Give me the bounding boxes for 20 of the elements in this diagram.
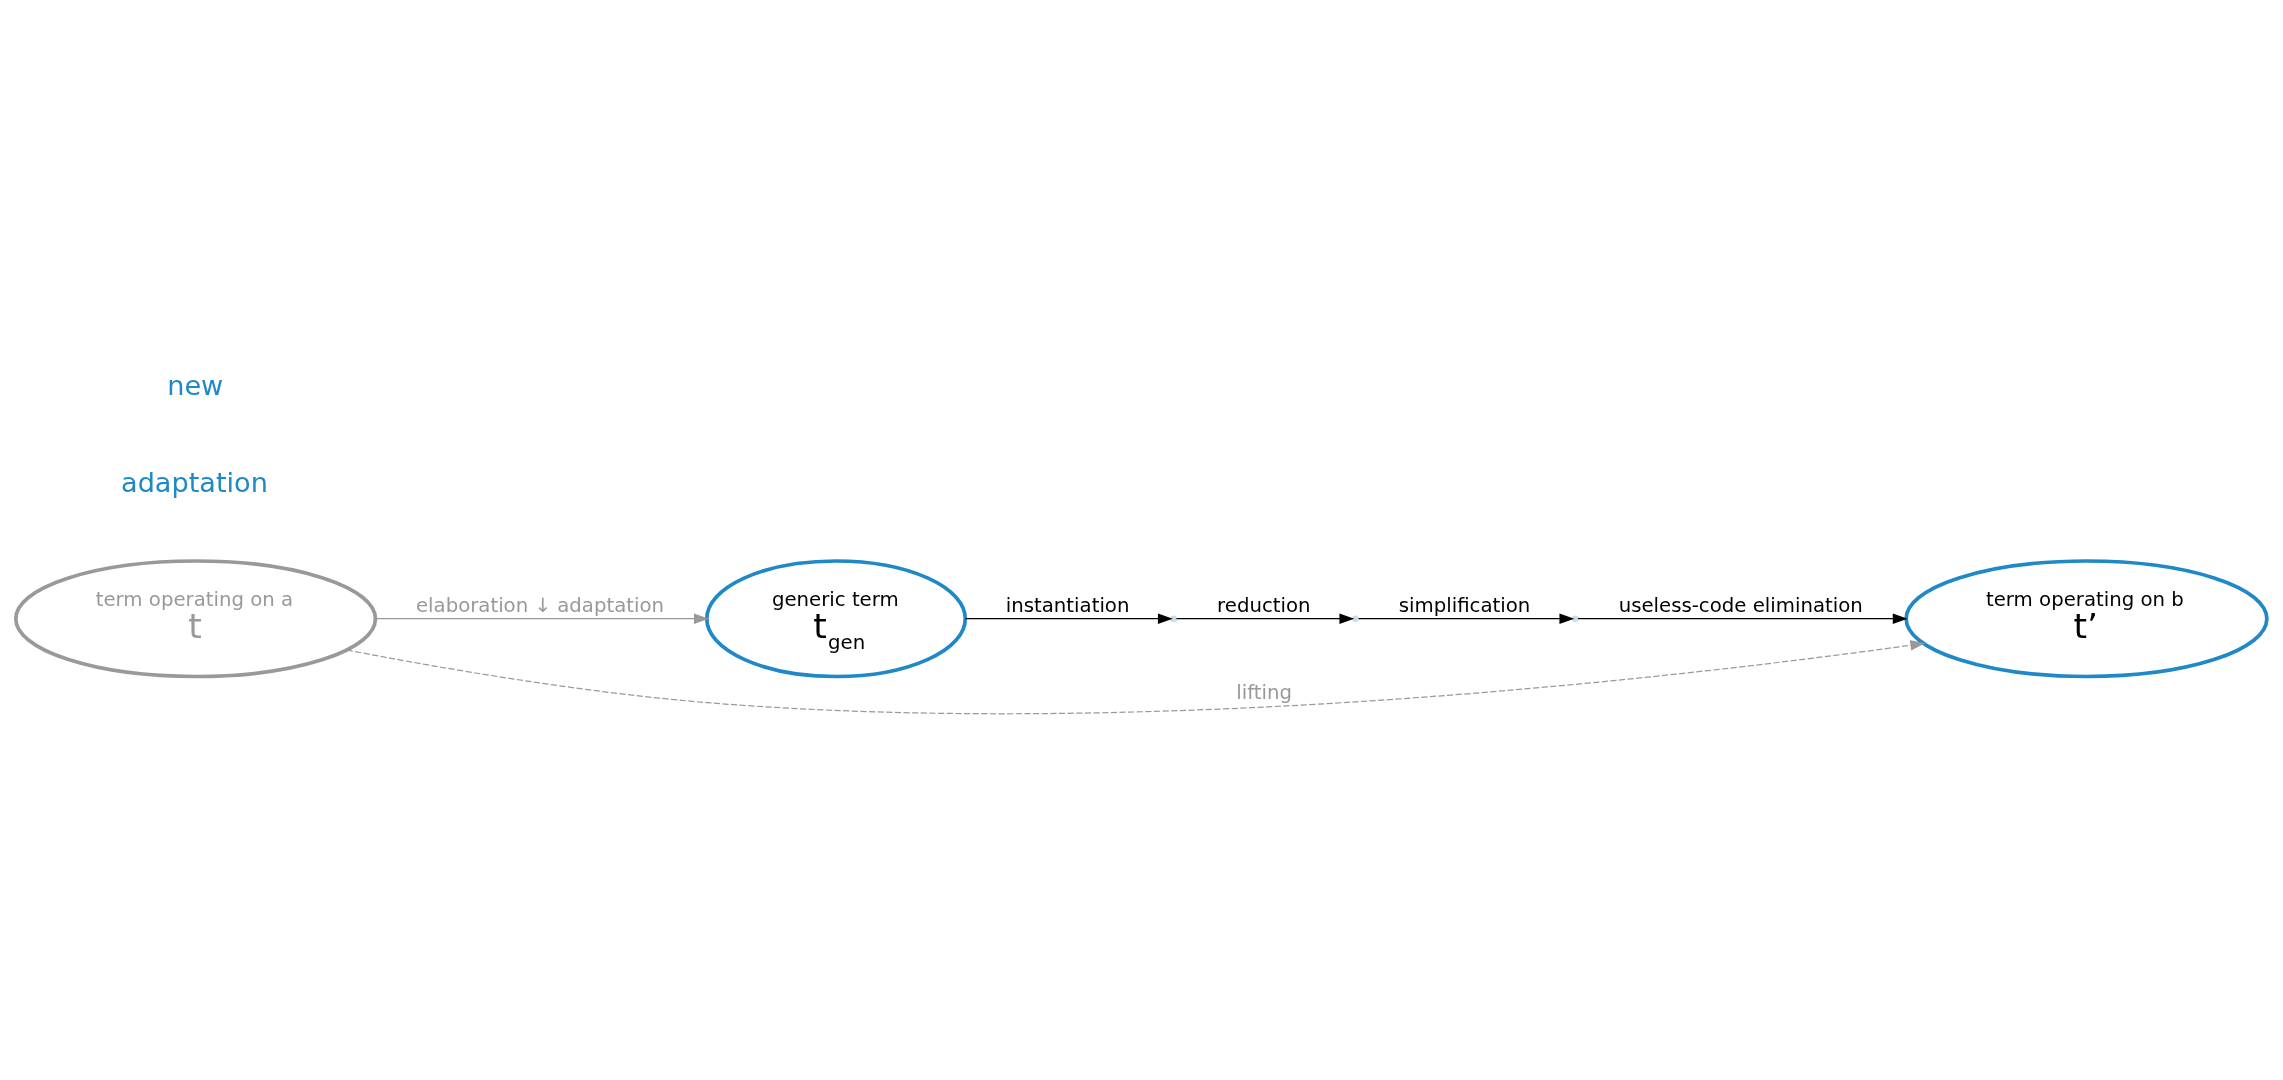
label: adaptation — [121, 467, 268, 499]
arrow — [1577, 613, 1908, 624]
node-point — [1352, 615, 1359, 622]
arrow — [374, 613, 709, 624]
label: new — [167, 370, 224, 402]
edge-label: elaboration ↓ adaptation — [415, 594, 665, 618]
node-ellipse: term operating on a t — [13, 559, 378, 679]
edge-label: useless-code elimination — [1618, 594, 1863, 618]
edge-label: instantiation — [1005, 594, 1130, 618]
node-point — [1170, 615, 1177, 622]
edge-label: simplification — [1398, 594, 1531, 618]
arrow — [346, 640, 1926, 715]
node-point — [1572, 615, 1579, 622]
arrow — [964, 613, 1173, 624]
node-ellipse: generic term t$_{gen}$ — [704, 559, 968, 679]
node-ellipse: term operating on b t’ — [1904, 559, 2269, 679]
edge-label: lifting — [1236, 680, 1292, 704]
edge-label: reduction — [1217, 594, 1311, 618]
arrow — [1175, 613, 1355, 624]
arrow — [1357, 613, 1575, 624]
